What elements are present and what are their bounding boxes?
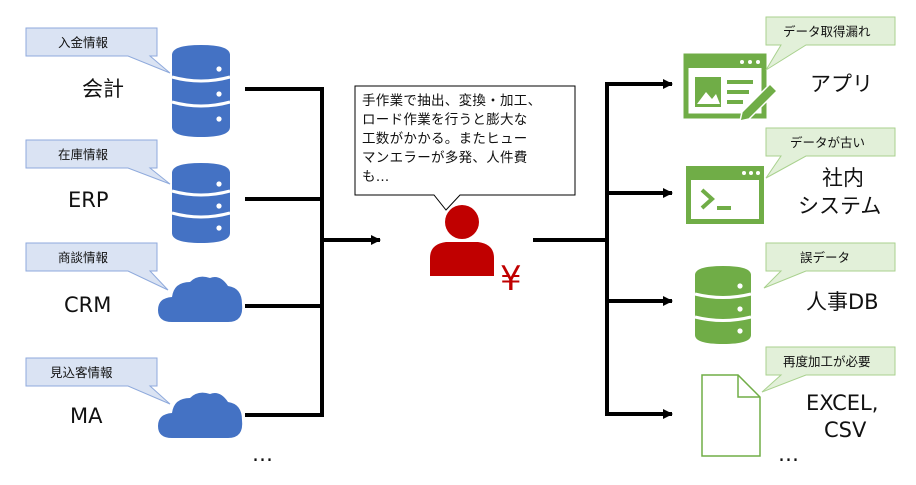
- source-label-1: 会計: [82, 77, 124, 101]
- callout-target-1: [765, 16, 896, 71]
- callout-source-4: [25, 357, 171, 405]
- database-icon: [694, 266, 752, 344]
- source-tag-2: 在庫情報: [58, 147, 109, 162]
- source-label-4: MA: [70, 404, 103, 428]
- database-icon: [171, 163, 231, 243]
- note-line: マンエラーが多発、人件費: [362, 150, 528, 166]
- person-icon: [430, 205, 494, 276]
- callout-target-2: [765, 127, 896, 179]
- cloud-icon: [158, 392, 243, 438]
- source-label-3: CRM: [64, 293, 112, 317]
- document-icon: [701, 374, 761, 457]
- target-tag-4: 再度加工が必要: [783, 354, 871, 369]
- callout-source-1: [25, 27, 171, 74]
- terminal-icon: [686, 166, 764, 224]
- database-icon: [171, 45, 231, 137]
- note-line: 手作業で抽出、変換・加工、: [362, 93, 542, 109]
- note-line: 工数がかかる。またヒュー: [362, 131, 528, 147]
- target-tag-1: データ取得漏れ: [783, 24, 871, 39]
- target-label-2a: 社内: [822, 166, 864, 190]
- callout-source-3: [25, 242, 169, 291]
- center-note-bubble: [354, 85, 576, 211]
- targets-more: …: [778, 442, 799, 466]
- cloud-icon: [158, 276, 243, 322]
- target-tag-3: 誤データ: [800, 250, 850, 265]
- source-tag-1: 入金情報: [58, 35, 109, 50]
- sources-more: …: [252, 442, 273, 466]
- callout-source-2: [25, 139, 171, 185]
- app-window-icon: [683, 53, 779, 122]
- callout-target-4: [761, 346, 896, 393]
- target-label-4a: EXCEL,: [806, 391, 879, 415]
- source-label-2: ERP: [68, 188, 109, 212]
- callout-target-3: [763, 242, 896, 289]
- note-line: も…: [362, 169, 390, 185]
- target-label-3: 人事DB: [806, 290, 879, 314]
- source-tag-3: 商談情報: [58, 250, 109, 265]
- target-label-1: アプリ: [810, 72, 873, 96]
- target-tag-2: データが古い: [790, 135, 865, 150]
- target-label-4b: CSV: [824, 418, 867, 442]
- target-label-2b: システム: [798, 194, 882, 218]
- note-line: ロード作業を行うと膨大な: [362, 112, 528, 128]
- yen-symbol: ¥: [500, 259, 522, 299]
- source-tag-4: 見込客情報: [50, 365, 113, 380]
- center-note-text: 手作業で抽出、変換・加工、 ロード作業を行うと膨大な 工数がかかる。またヒュー …: [362, 92, 568, 187]
